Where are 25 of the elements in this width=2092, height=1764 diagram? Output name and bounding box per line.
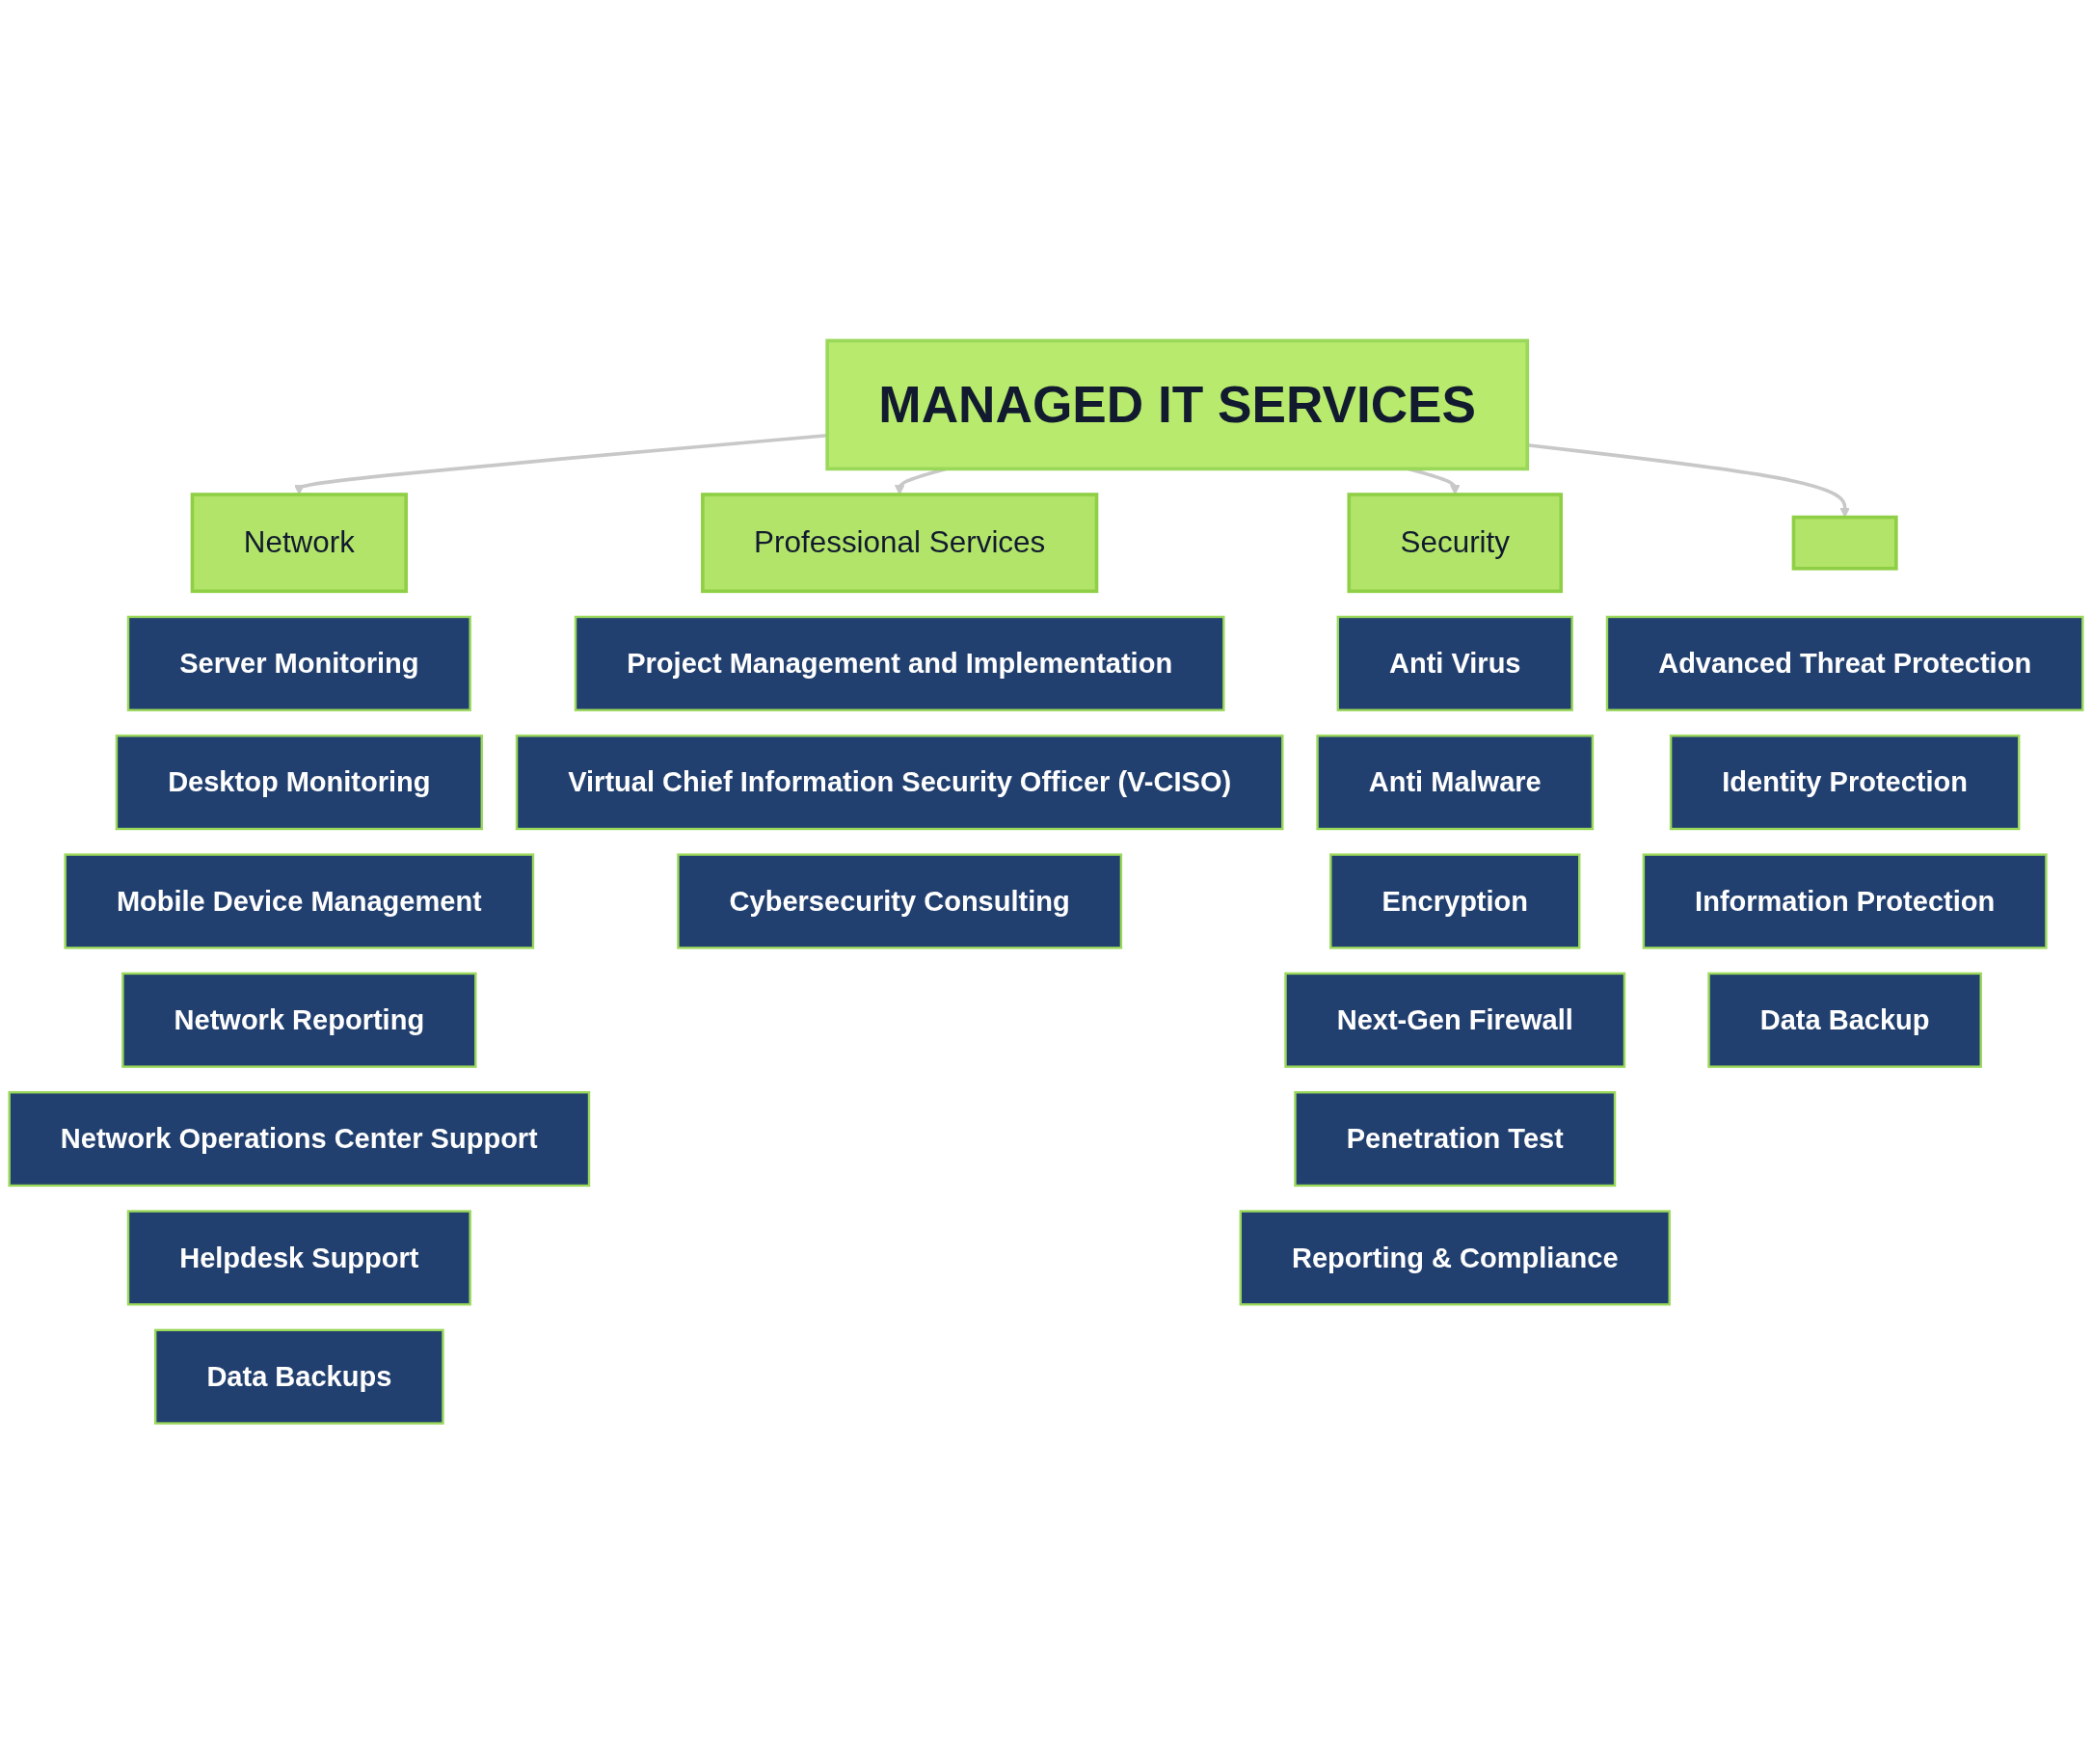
node-box: Cybersecurity Consulting	[677, 853, 1123, 949]
node-box: Helpdesk Support	[126, 1210, 471, 1306]
node-box	[1791, 515, 1898, 571]
node-box: Information Protection	[1642, 853, 2048, 949]
node-box: Virtual Chief Information Security Officer (V-CISO)	[515, 735, 1284, 831]
node-box: Penetration Test	[1294, 1091, 1617, 1188]
node-box: Identity Protection	[1669, 735, 2021, 831]
node-box: Network	[190, 493, 408, 594]
node-box: Advanced Threat Protection	[1605, 615, 2084, 711]
node-box: Desktop Monitoring	[115, 735, 483, 831]
node-box: Reporting & Compliance	[1239, 1210, 1671, 1306]
node-box: Anti Virus	[1336, 615, 1573, 711]
node-box: Network Operations Center Support	[8, 1091, 591, 1188]
node-box: Server Monitoring	[126, 615, 471, 711]
node-box: Anti Malware	[1316, 735, 1595, 831]
node-box: Encryption	[1329, 853, 1581, 949]
node-box: Data Backup	[1707, 972, 1982, 1068]
node-box: MANAGED IT SERVICES	[825, 338, 1530, 471]
node-box: Mobile Device Management	[64, 853, 535, 949]
node-box: Network Reporting	[121, 972, 477, 1068]
node-box: Security	[1347, 493, 1564, 594]
node-box: Professional Services	[701, 493, 1099, 594]
node-box: Project Management and Implementation	[574, 615, 1225, 711]
node-box: Data Backups	[154, 1328, 444, 1425]
node-box: Next-Gen Firewall	[1284, 972, 1626, 1068]
